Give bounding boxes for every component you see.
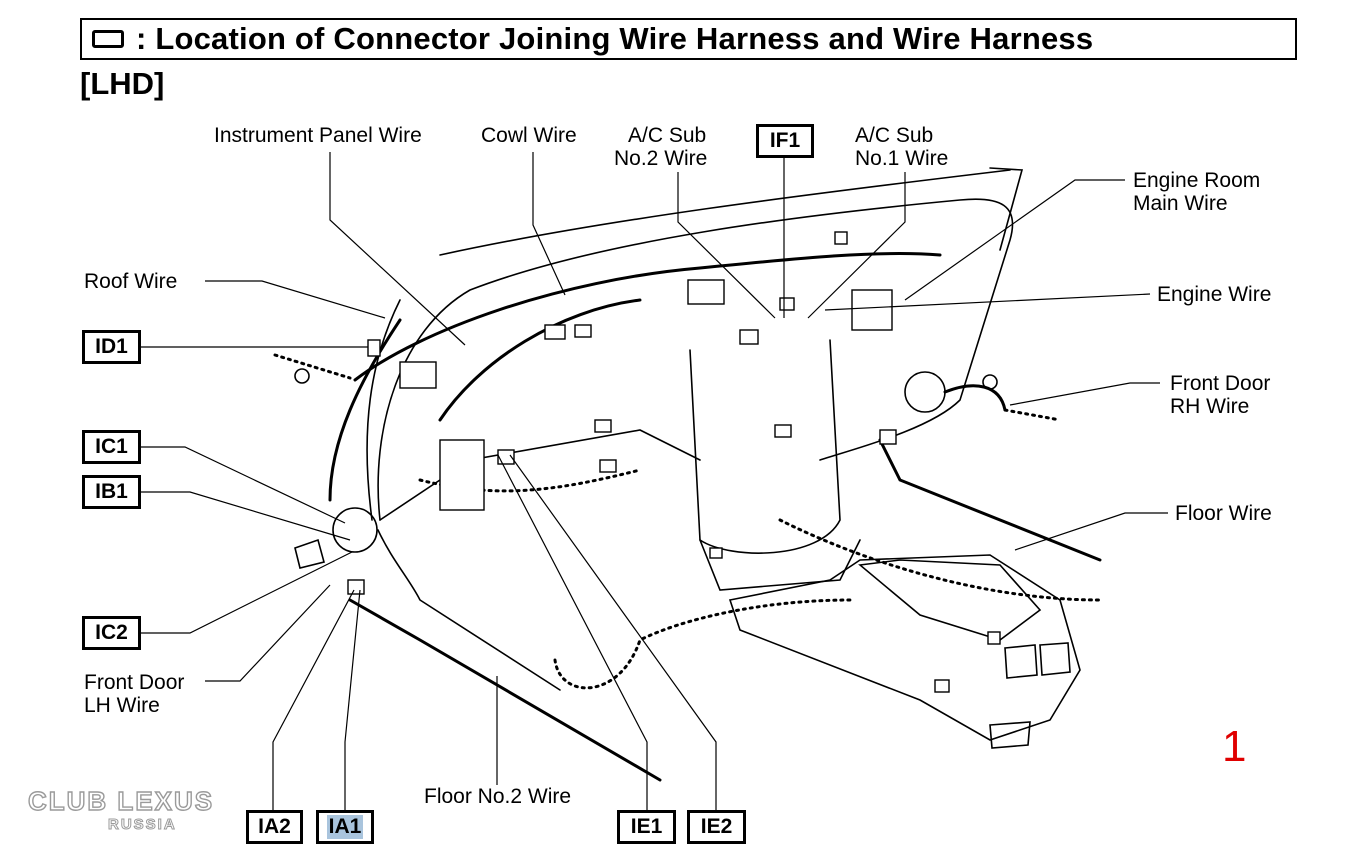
cowl-harness	[438, 298, 642, 422]
connector-ic2: IC2	[82, 616, 141, 650]
leader-front-door-rh	[1009, 382, 1160, 406]
console-vent-left	[1004, 644, 1038, 679]
label-ac-sub-no1-line2: No.1 Wire	[855, 147, 949, 170]
connector-if1: IF1	[756, 124, 814, 158]
page-number: 1	[1222, 722, 1247, 771]
label-ac-sub-no2-line2: No.2 Wire	[614, 147, 708, 170]
connector-ie1: IE1	[617, 810, 676, 844]
label-front-door-rh-line1: Front Door	[1170, 372, 1271, 395]
label-front-door-lh-line2: LH Wire	[84, 694, 160, 717]
connector-ib1: IB1	[82, 475, 141, 509]
leader-engine-room	[904, 179, 1125, 301]
leader-ac-sub-no2	[677, 172, 776, 319]
label-floor-wire: Floor Wire	[1175, 502, 1272, 525]
connector-block	[779, 297, 795, 311]
dotted-harness-console	[778, 518, 1102, 602]
connector-block	[599, 459, 617, 473]
console-lid	[858, 559, 1042, 641]
left-pillar	[377, 529, 561, 691]
leader-ic2	[141, 551, 353, 634]
leader-ac-sub-no1	[807, 172, 906, 319]
center-tunnel	[699, 539, 861, 591]
page-subtitle: [LHD]	[80, 66, 165, 101]
console-vent-right	[1039, 642, 1071, 676]
connector-block	[687, 279, 725, 305]
connector-block	[347, 579, 365, 595]
label-engine-room-line1: Engine Room	[1133, 169, 1261, 192]
connector-block	[879, 429, 897, 445]
connector-block	[439, 439, 485, 511]
connector-block	[544, 324, 566, 340]
connector-ia2: IA2	[246, 810, 303, 844]
door-grommet-rh	[904, 371, 946, 413]
leader-roof-wire	[205, 280, 386, 319]
connector-block	[399, 361, 437, 389]
floor-harness	[878, 438, 1102, 562]
console-outline	[728, 554, 1081, 741]
leader-ia1	[344, 589, 361, 815]
left-dash-face	[379, 429, 701, 521]
label-front-door-lh-line1: Front Door	[84, 671, 185, 694]
connector-block	[851, 289, 893, 331]
label-floor-no2-wire: Floor No.2 Wire	[424, 785, 572, 808]
label-engine-wire: Engine Wire	[1157, 283, 1272, 306]
leader-front-door-lh	[205, 584, 331, 682]
connector-block	[594, 419, 612, 433]
connector-block	[987, 631, 1001, 645]
label-ac-sub-no1-line1: A/C Sub	[855, 124, 934, 147]
speaker-grommet	[332, 507, 378, 553]
leader-instrument-panel-wire	[329, 152, 466, 346]
connector-id1: ID1	[82, 330, 141, 364]
roof-harness	[328, 318, 402, 502]
connector-ia1: IA1	[316, 810, 374, 844]
page-title: : Location of Connector Joining Wire Har…	[136, 21, 1094, 56]
leader-floor-wire	[1014, 512, 1168, 551]
label-cowl-wire: Cowl Wire	[481, 124, 577, 147]
dotted-harness-left	[273, 353, 352, 380]
connector-block	[497, 449, 515, 465]
front-door-rh-harness	[943, 384, 1007, 412]
connector-block	[834, 231, 848, 245]
connector-block	[774, 424, 792, 438]
connector-ie2: IE2	[687, 810, 746, 844]
leader-ia2	[272, 589, 355, 815]
windshield-edge	[989, 167, 1024, 251]
instrument-panel-harness	[353, 251, 942, 382]
dashboard-top-edge	[439, 169, 1011, 256]
connector-block	[934, 679, 950, 693]
door-opening	[366, 299, 401, 521]
label-engine-room-line2: Main Wire	[1133, 192, 1228, 215]
center-stack	[689, 339, 841, 554]
floor-no2-harness	[348, 598, 662, 782]
dotted-harness-rh	[1003, 408, 1062, 422]
watermark-russia: RUSSIA	[108, 816, 177, 834]
grommet-left	[294, 368, 310, 384]
connector-block	[574, 324, 592, 338]
connector-ic1: IC1	[82, 430, 141, 464]
leader-ie1	[497, 454, 648, 815]
leader-cowl-wire	[532, 152, 566, 296]
leader-engine-wire	[824, 293, 1151, 311]
connector-block	[367, 339, 381, 357]
connector-rect-icon	[92, 30, 124, 48]
connector-block	[709, 547, 723, 559]
leader-ie2	[509, 454, 717, 815]
label-instrument-panel-wire: Instrument Panel Wire	[214, 124, 422, 147]
connector-block	[739, 329, 759, 345]
dashboard-outline	[377, 198, 1014, 521]
leader-ib1	[141, 491, 351, 541]
label-front-door-rh-line2: RH Wire	[1170, 395, 1250, 418]
left-plug	[294, 538, 325, 569]
label-roof-wire: Roof Wire	[84, 270, 178, 293]
console-rear-slot	[989, 721, 1031, 749]
label-ac-sub-no2-line1: A/C Sub	[628, 124, 707, 147]
dotted-harness-floor	[553, 598, 852, 690]
watermark-club-lexus: CLUB LEXUS	[27, 785, 215, 816]
leader-ic1	[141, 446, 346, 524]
title-box: : Location of Connector Joining Wire Har…	[80, 18, 1297, 60]
